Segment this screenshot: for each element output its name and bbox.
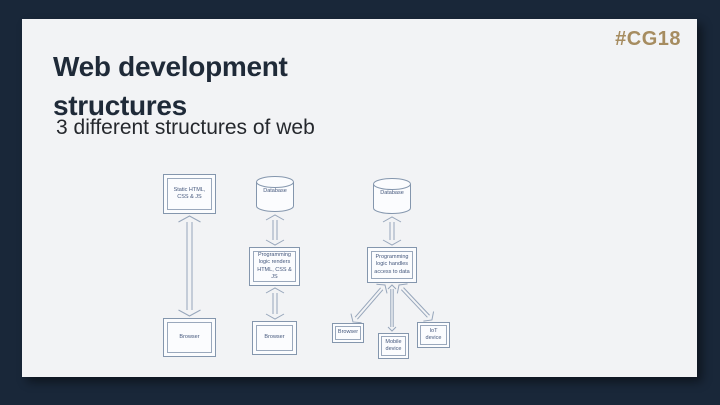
browser-box-2: Browser [252, 321, 297, 355]
static-files-label: Static HTML, CSS & JS [167, 178, 212, 210]
browser-box-3: Browser [332, 323, 364, 343]
logic-renders-box: Programming logic renders HTML, CSS & JS [249, 247, 300, 286]
database-cylinder-2: Database [255, 175, 295, 213]
arrow-logic-to-iot [396, 283, 435, 322]
iot-device-label: IoT device [420, 325, 447, 345]
browser-label-1: Browser [167, 322, 212, 353]
database-icon [373, 178, 411, 214]
slide-hashtag: #CG18 [615, 28, 681, 50]
logic-renders-label: Programming logic renders HTML, CSS & JS [253, 251, 296, 282]
browser-box-1: Browser [163, 318, 216, 357]
arrow-logic-to-browser-2 [265, 287, 285, 320]
arrow-static-to-browser [178, 215, 201, 317]
logic-access-box: Programming logic handles access to data [367, 247, 417, 283]
browser-label-2: Browser [256, 325, 293, 351]
slide-title: Web development structures [53, 51, 288, 122]
slide: #CG18 Web development structures 3 diffe… [22, 19, 697, 377]
arrow-db-to-logic-2 [265, 214, 285, 246]
iot-device-box: IoT device [417, 322, 450, 348]
arrow-logic-to-mobile [387, 284, 397, 332]
mobile-device-label: Mobile device [381, 336, 406, 356]
static-files-box: Static HTML, CSS & JS [163, 174, 216, 214]
slide-subtitle: 3 different structures of web [56, 116, 315, 139]
database-icon [256, 176, 294, 212]
browser-label-3: Browser [335, 326, 361, 340]
database-label-3: Database [380, 190, 404, 196]
diagram: Static HTML, CSS & JS Browser Database P… [22, 19, 697, 377]
arrow-db-to-logic-3 [382, 216, 402, 246]
mobile-device-box: Mobile device [378, 333, 409, 359]
arrow-logic-to-browser-3 [350, 283, 388, 324]
database-label-2: Database [263, 188, 287, 194]
logic-access-label: Programming logic handles access to data [371, 251, 413, 279]
database-cylinder-3: Database [372, 177, 412, 215]
